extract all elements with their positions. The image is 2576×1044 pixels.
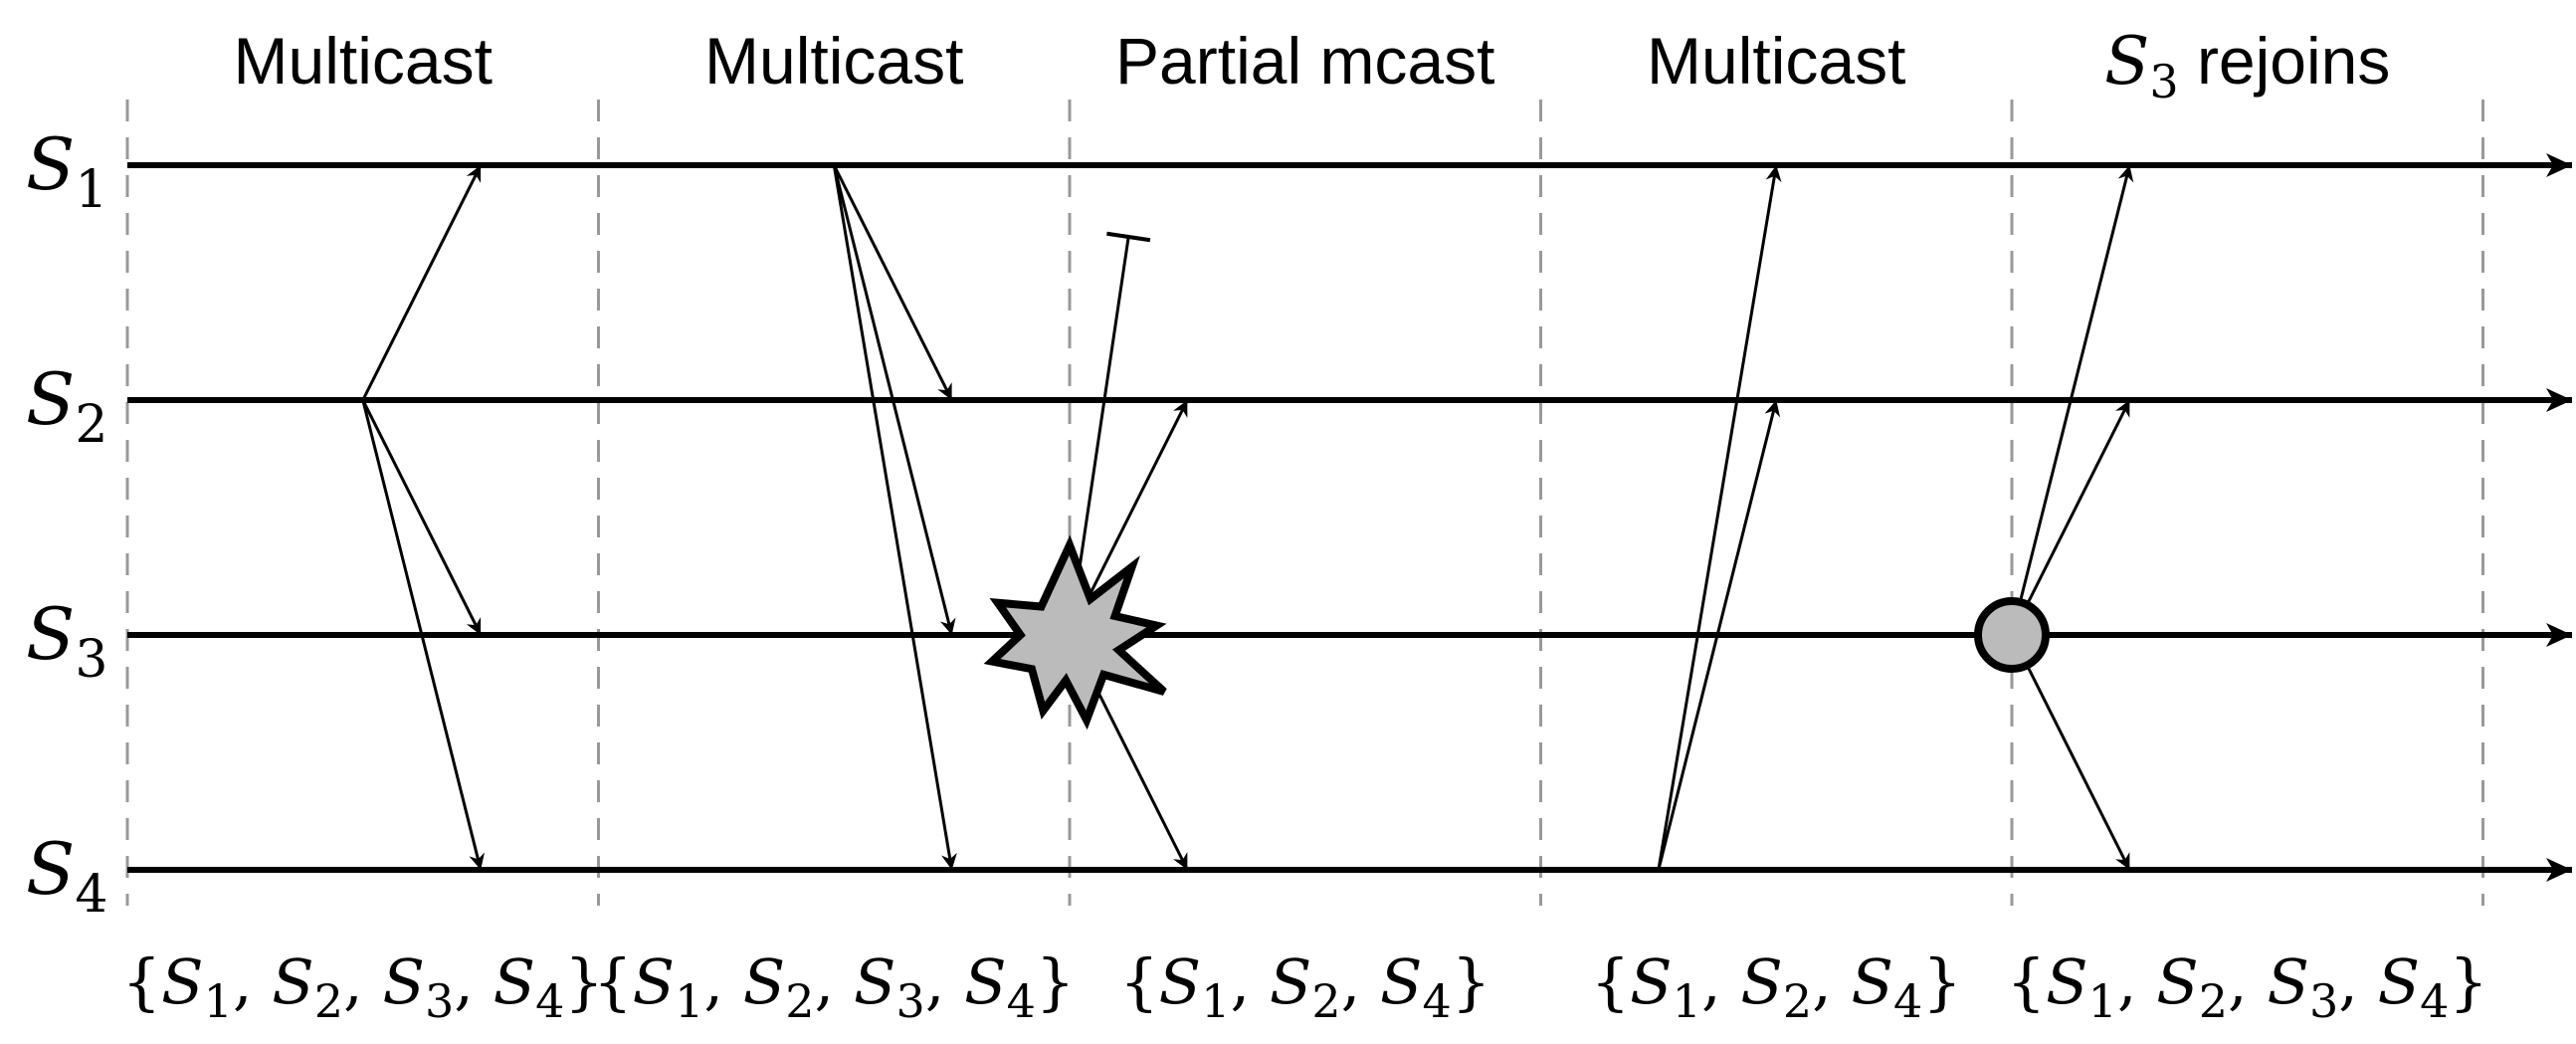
server-label-s2: S2	[26, 357, 107, 455]
server-label-s4: S4	[26, 827, 107, 925]
message-arrow	[832, 164, 953, 401]
message-arrow	[1657, 399, 1781, 871]
phase-label: Multicast	[234, 24, 493, 98]
message-arrow	[2010, 634, 2131, 871]
phase-label: Multicast	[704, 24, 963, 98]
phase-label: Partial mcast	[1115, 24, 1494, 98]
server-label-s1: S1	[26, 122, 107, 220]
message-arrow	[832, 164, 956, 636]
phase-dividers	[125, 100, 2484, 906]
phase-label-var: S	[2104, 23, 2149, 100]
server-label-s3: S3	[26, 592, 107, 690]
phase-label: S3 rejoins	[2104, 23, 2390, 108]
server-timelines	[127, 153, 2572, 882]
event-markers	[983, 534, 2050, 731]
rejoin-circle-icon	[1974, 597, 2050, 673]
membership-set: {S1, S2, S3, S4}	[122, 945, 604, 1028]
message-arrow	[361, 399, 485, 871]
membership-set: {S1, S2, S3, S4}	[593, 945, 1075, 1028]
message-arrow	[361, 399, 483, 636]
message-arrow	[2010, 399, 2131, 636]
membership-set: {S1, S2, S4}	[1119, 945, 1490, 1028]
membership-set: {S1, S2, S4}	[1591, 945, 1962, 1028]
message-arrow	[832, 164, 957, 871]
phase-labels: Multicast Multicast Partial mcast Multicast…	[234, 23, 2391, 108]
membership-set-labels: {S1, S2, S3, S4}{S1, S2, S3, S4}{S1, S2,…	[122, 945, 2488, 1028]
phase-label-sub: 3	[2149, 55, 2178, 108]
crash-explosion-icon	[983, 534, 1167, 731]
message-arrow	[1657, 164, 1782, 871]
membership-set: {S1, S2, S3, S4}	[2007, 945, 2488, 1028]
phase-label-rest: rejoins	[2179, 24, 2391, 98]
message-arrow	[361, 164, 483, 401]
phase-label: Multicast	[1647, 24, 1905, 98]
message-arrows	[361, 164, 2134, 871]
message-arrow	[2010, 164, 2134, 636]
message-blocked-bar	[1106, 231, 1151, 243]
